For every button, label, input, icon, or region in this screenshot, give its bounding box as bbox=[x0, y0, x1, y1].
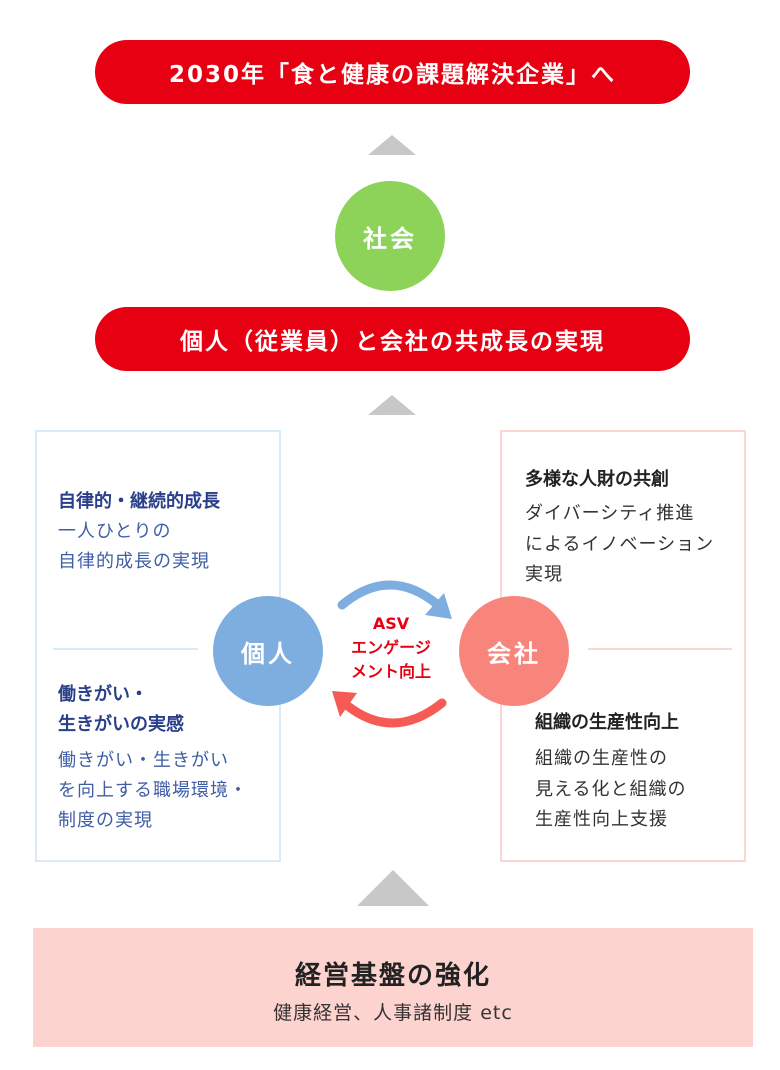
divider bbox=[53, 648, 198, 650]
foundation-subtitle: 健康経営、人事諸制度 etc bbox=[273, 1002, 513, 1024]
red-arrow bbox=[339, 698, 447, 728]
foundation-box: 経営基盤の強化 健康経営、人事諸制度 etc bbox=[33, 928, 753, 1047]
item-body: 一人ひとりの bbox=[58, 521, 172, 542]
item-body: 見える化と組織の bbox=[535, 778, 687, 800]
co-growth-banner: 個人（従業員）と会社の共成長の実現 bbox=[95, 307, 690, 371]
company-item-1: 多様な人財の共創 ダイバーシティ推進 によるイノベーション 実現 bbox=[525, 465, 714, 591]
foundation-title: 経営基盤の強化 bbox=[294, 961, 491, 991]
individual-item-1: 自律的・継続的成長 一人ひとりの 自律的成長の実現 bbox=[58, 487, 220, 577]
item-heading: 生きがいの実感 bbox=[58, 714, 184, 735]
company-circle: 会社 bbox=[459, 596, 569, 706]
item-body: 組織の生産性の bbox=[535, 748, 668, 769]
item-body: ダイバーシティ推進 bbox=[525, 503, 695, 524]
item-heading: 組織の生産性向上 bbox=[535, 712, 679, 733]
blue-arrow bbox=[337, 580, 443, 610]
item-body: 実現 bbox=[525, 564, 563, 585]
up-arrow-icon bbox=[357, 870, 429, 906]
item-heading: 働きがい・ bbox=[58, 684, 148, 705]
company-box: 多様な人財の共創 ダイバーシティ推進 によるイノベーション 実現 組織の生産性向… bbox=[500, 430, 746, 862]
item-body: 働きがい・生きがい bbox=[58, 750, 229, 771]
society-circle: 社会 bbox=[335, 181, 445, 291]
blue-arrowhead bbox=[425, 593, 452, 619]
goal-banner: 2030年「食と健康の課題解決企業」へ bbox=[95, 40, 690, 104]
individual-item-2: 働きがい・ 生きがいの実感 働きがい・生きがい を向上する職場環境・ 制度の実現 bbox=[58, 680, 248, 836]
item-body: によるイノベーション bbox=[525, 533, 715, 555]
company-item-2: 組織の生産性向上 組織の生産性の 見える化と組織の 生産性向上支援 bbox=[535, 708, 686, 836]
individual-box: 自律的・継続的成長 一人ひとりの 自律的成長の実現 働きがい・ 生きがいの実感 … bbox=[35, 430, 281, 862]
asv-label: ASV エンゲージ メント向上 bbox=[331, 612, 451, 684]
item-heading: 自律的・継続的成長 bbox=[58, 491, 220, 512]
asv-label-line: ASV bbox=[372, 614, 410, 633]
divider bbox=[588, 648, 732, 650]
asv-label-line: メント向上 bbox=[350, 662, 431, 681]
item-body: 制度の実現 bbox=[58, 810, 153, 831]
asv-label-line: エンゲージ bbox=[351, 638, 431, 657]
red-arrowhead bbox=[332, 691, 357, 717]
item-body: 自律的成長の実現 bbox=[58, 551, 210, 572]
item-body: を向上する職場環境・ bbox=[58, 780, 248, 801]
item-heading: 多様な人財の共創 bbox=[525, 469, 669, 490]
item-body: 生産性向上支援 bbox=[535, 809, 668, 830]
cycle-arrows-icon bbox=[332, 580, 452, 728]
individual-circle: 個人 bbox=[213, 596, 323, 706]
up-arrow-icon bbox=[368, 135, 416, 155]
up-arrow-icon bbox=[368, 395, 416, 415]
